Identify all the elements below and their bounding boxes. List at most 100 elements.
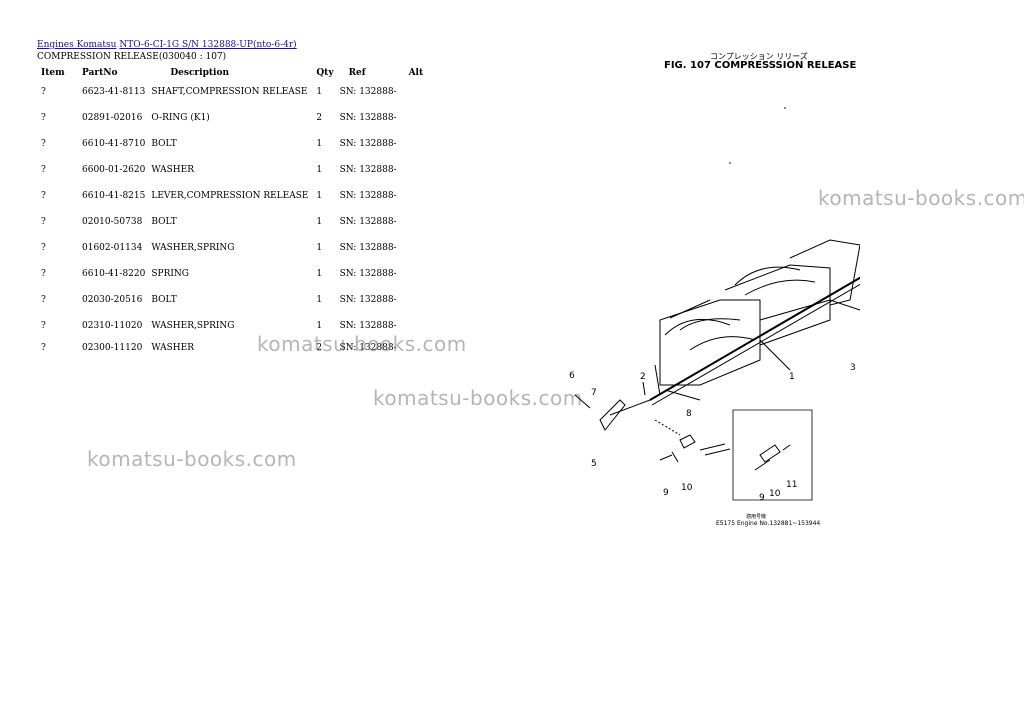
cell-ref: SN: 132888- bbox=[339, 343, 397, 353]
watermark: komatsu-books.com bbox=[257, 332, 467, 356]
cell-description: WASHER bbox=[151, 343, 195, 353]
cell-ref: SN: 132888- bbox=[339, 113, 397, 123]
cell-alt bbox=[406, 235, 427, 261]
watermark: komatsu-books.com bbox=[87, 447, 297, 471]
cell-item: ? bbox=[41, 243, 46, 253]
callout-9: 9 bbox=[663, 488, 669, 498]
table-row: ? 6623-41-8113 SHAFT,COMPRESSION RELEASE 1 S… bbox=[35, 79, 426, 105]
cell-partno: 01602-01134 bbox=[82, 243, 143, 253]
cell-ref: SN: 132888- bbox=[339, 165, 397, 175]
figure-caption: E5175 Engine No.132881~153944 bbox=[716, 520, 821, 527]
table-row: ? 02310-11020 WASHER,SPRING 1 SN: 132888- bbox=[35, 313, 426, 339]
cell-item: ? bbox=[41, 343, 46, 353]
figure-title: FIG. 107 COMPRESSSION RELEASE bbox=[664, 60, 857, 71]
cell-qty: 2 bbox=[316, 113, 323, 123]
cell-alt bbox=[406, 79, 427, 105]
header-ref: Ref bbox=[348, 67, 366, 78]
cell-item: ? bbox=[41, 113, 46, 123]
cell-item: ? bbox=[41, 191, 46, 201]
table-row: ? 02300-11120 WASHER 2 SN: 132888- bbox=[35, 339, 426, 359]
cell-alt bbox=[406, 131, 427, 157]
cell-partno: 6610-41-8710 bbox=[82, 139, 146, 149]
cell-partno: 02310-11020 bbox=[82, 321, 143, 331]
cell-alt bbox=[406, 287, 427, 313]
cell-alt bbox=[406, 261, 427, 287]
cell-description: WASHER,SPRING bbox=[151, 243, 235, 253]
cell-alt bbox=[406, 157, 427, 183]
table-row: ? 02030-20516 BOLT 1 SN: 132888- bbox=[35, 287, 426, 313]
callout-11: 11 bbox=[786, 480, 797, 490]
cell-ref: SN: 132888- bbox=[339, 295, 397, 305]
cell-ref: SN: 132888- bbox=[339, 87, 397, 97]
cell-qty: 2 bbox=[316, 343, 323, 353]
cell-partno: 02010-50738 bbox=[82, 217, 143, 227]
figure-title-jp: コンプレッション リリーズ bbox=[710, 52, 808, 61]
cell-item: ? bbox=[41, 269, 46, 279]
cell-description: SPRING bbox=[151, 269, 189, 279]
table-row: ? 6600-01-2620 WASHER 1 SN: 132888- bbox=[35, 157, 426, 183]
cell-item: ? bbox=[41, 165, 46, 175]
header-item: Item bbox=[41, 67, 65, 78]
callout-10: 10 bbox=[769, 489, 781, 499]
callout-2: 2 bbox=[640, 372, 646, 382]
cell-partno: 02891-02016 bbox=[82, 113, 143, 123]
watermark: komatsu-books.com bbox=[373, 386, 583, 410]
cell-item: ? bbox=[41, 87, 46, 97]
cell-description: BOLT bbox=[151, 295, 177, 305]
cell-qty: 1 bbox=[316, 87, 323, 97]
cell-partno: 6610-41-8220 bbox=[82, 269, 146, 279]
cell-ref: SN: 132888- bbox=[339, 139, 397, 149]
cell-qty: 1 bbox=[316, 139, 323, 149]
header-alt: Alt bbox=[408, 67, 424, 78]
cell-ref: SN: 132888- bbox=[339, 191, 397, 201]
cell-description: O-RING (K1) bbox=[151, 113, 210, 123]
cell-partno: 6610-41-8215 bbox=[82, 191, 146, 201]
cell-partno: 02300-11120 bbox=[82, 343, 143, 353]
cell-ref: SN: 132888- bbox=[339, 321, 397, 331]
cell-item: ? bbox=[41, 321, 46, 331]
cell-item: ? bbox=[41, 217, 46, 227]
callout-7: 7 bbox=[591, 388, 597, 398]
callout-3: 3 bbox=[850, 363, 856, 373]
cell-qty: 1 bbox=[316, 321, 323, 331]
header-partno: PartNo bbox=[82, 67, 118, 78]
cell-partno: 6600-01-2620 bbox=[82, 165, 146, 175]
watermark: komatsu-books.com bbox=[818, 186, 1024, 210]
callout-6: 6 bbox=[569, 371, 575, 381]
cell-qty: 1 bbox=[316, 295, 323, 305]
cell-qty: 1 bbox=[316, 165, 323, 175]
cell-description: SHAFT,COMPRESSION RELEASE bbox=[151, 87, 308, 97]
cell-ref: SN: 132888- bbox=[339, 269, 397, 279]
cell-qty: 1 bbox=[316, 191, 323, 201]
callout-10: 10 bbox=[681, 483, 693, 493]
cell-description: WASHER bbox=[151, 165, 195, 175]
cell-partno: 6623-41-8113 bbox=[82, 87, 146, 97]
cell-ref: SN: 132888- bbox=[339, 243, 397, 253]
breadcrumb: Engines Komatsu NTO-6-CI-1G S/N 132888-U… bbox=[37, 40, 297, 50]
breadcrumb-link-engines[interactable]: Engines Komatsu bbox=[37, 40, 117, 50]
cell-description: BOLT bbox=[151, 139, 177, 149]
cell-alt bbox=[406, 105, 427, 131]
cell-description: WASHER,SPRING bbox=[151, 321, 235, 331]
header-description: Description bbox=[170, 67, 229, 78]
table-row: ? 6610-41-8215 LEVER,COMPRESSION RELEASE 1 S… bbox=[35, 183, 426, 209]
cell-description: BOLT bbox=[151, 217, 177, 227]
parts-table: Item PartNo Description Qty Ref Alt ? 662… bbox=[35, 66, 426, 359]
callout-9: 9 bbox=[759, 493, 765, 503]
table-header-row: Item PartNo Description Qty Ref Alt bbox=[35, 66, 426, 79]
cell-description: LEVER,COMPRESSION RELEASE bbox=[151, 191, 309, 201]
cell-qty: 1 bbox=[316, 217, 323, 227]
table-row: ? 6610-41-8710 BOLT 1 SN: 132888- bbox=[35, 131, 426, 157]
cell-item: ? bbox=[41, 139, 46, 149]
exploded-parts-diagram: 1 2 2 3 4 5 6 7 8 9 10 9 10 11 bbox=[569, 107, 860, 503]
breadcrumb-link-model[interactable]: NTO-6-CI-1G S/N 132888-UP(nto-6-4r) bbox=[119, 40, 297, 50]
callout-5: 5 bbox=[591, 459, 597, 469]
figure-caption-jp: 適用号機 bbox=[746, 514, 767, 520]
table-row: ? 02891-02016 O-RING (K1) 2 SN: 132888- bbox=[35, 105, 426, 131]
cell-partno: 02030-20516 bbox=[82, 295, 143, 305]
cell-item: ? bbox=[41, 295, 46, 305]
cell-alt bbox=[406, 183, 427, 209]
